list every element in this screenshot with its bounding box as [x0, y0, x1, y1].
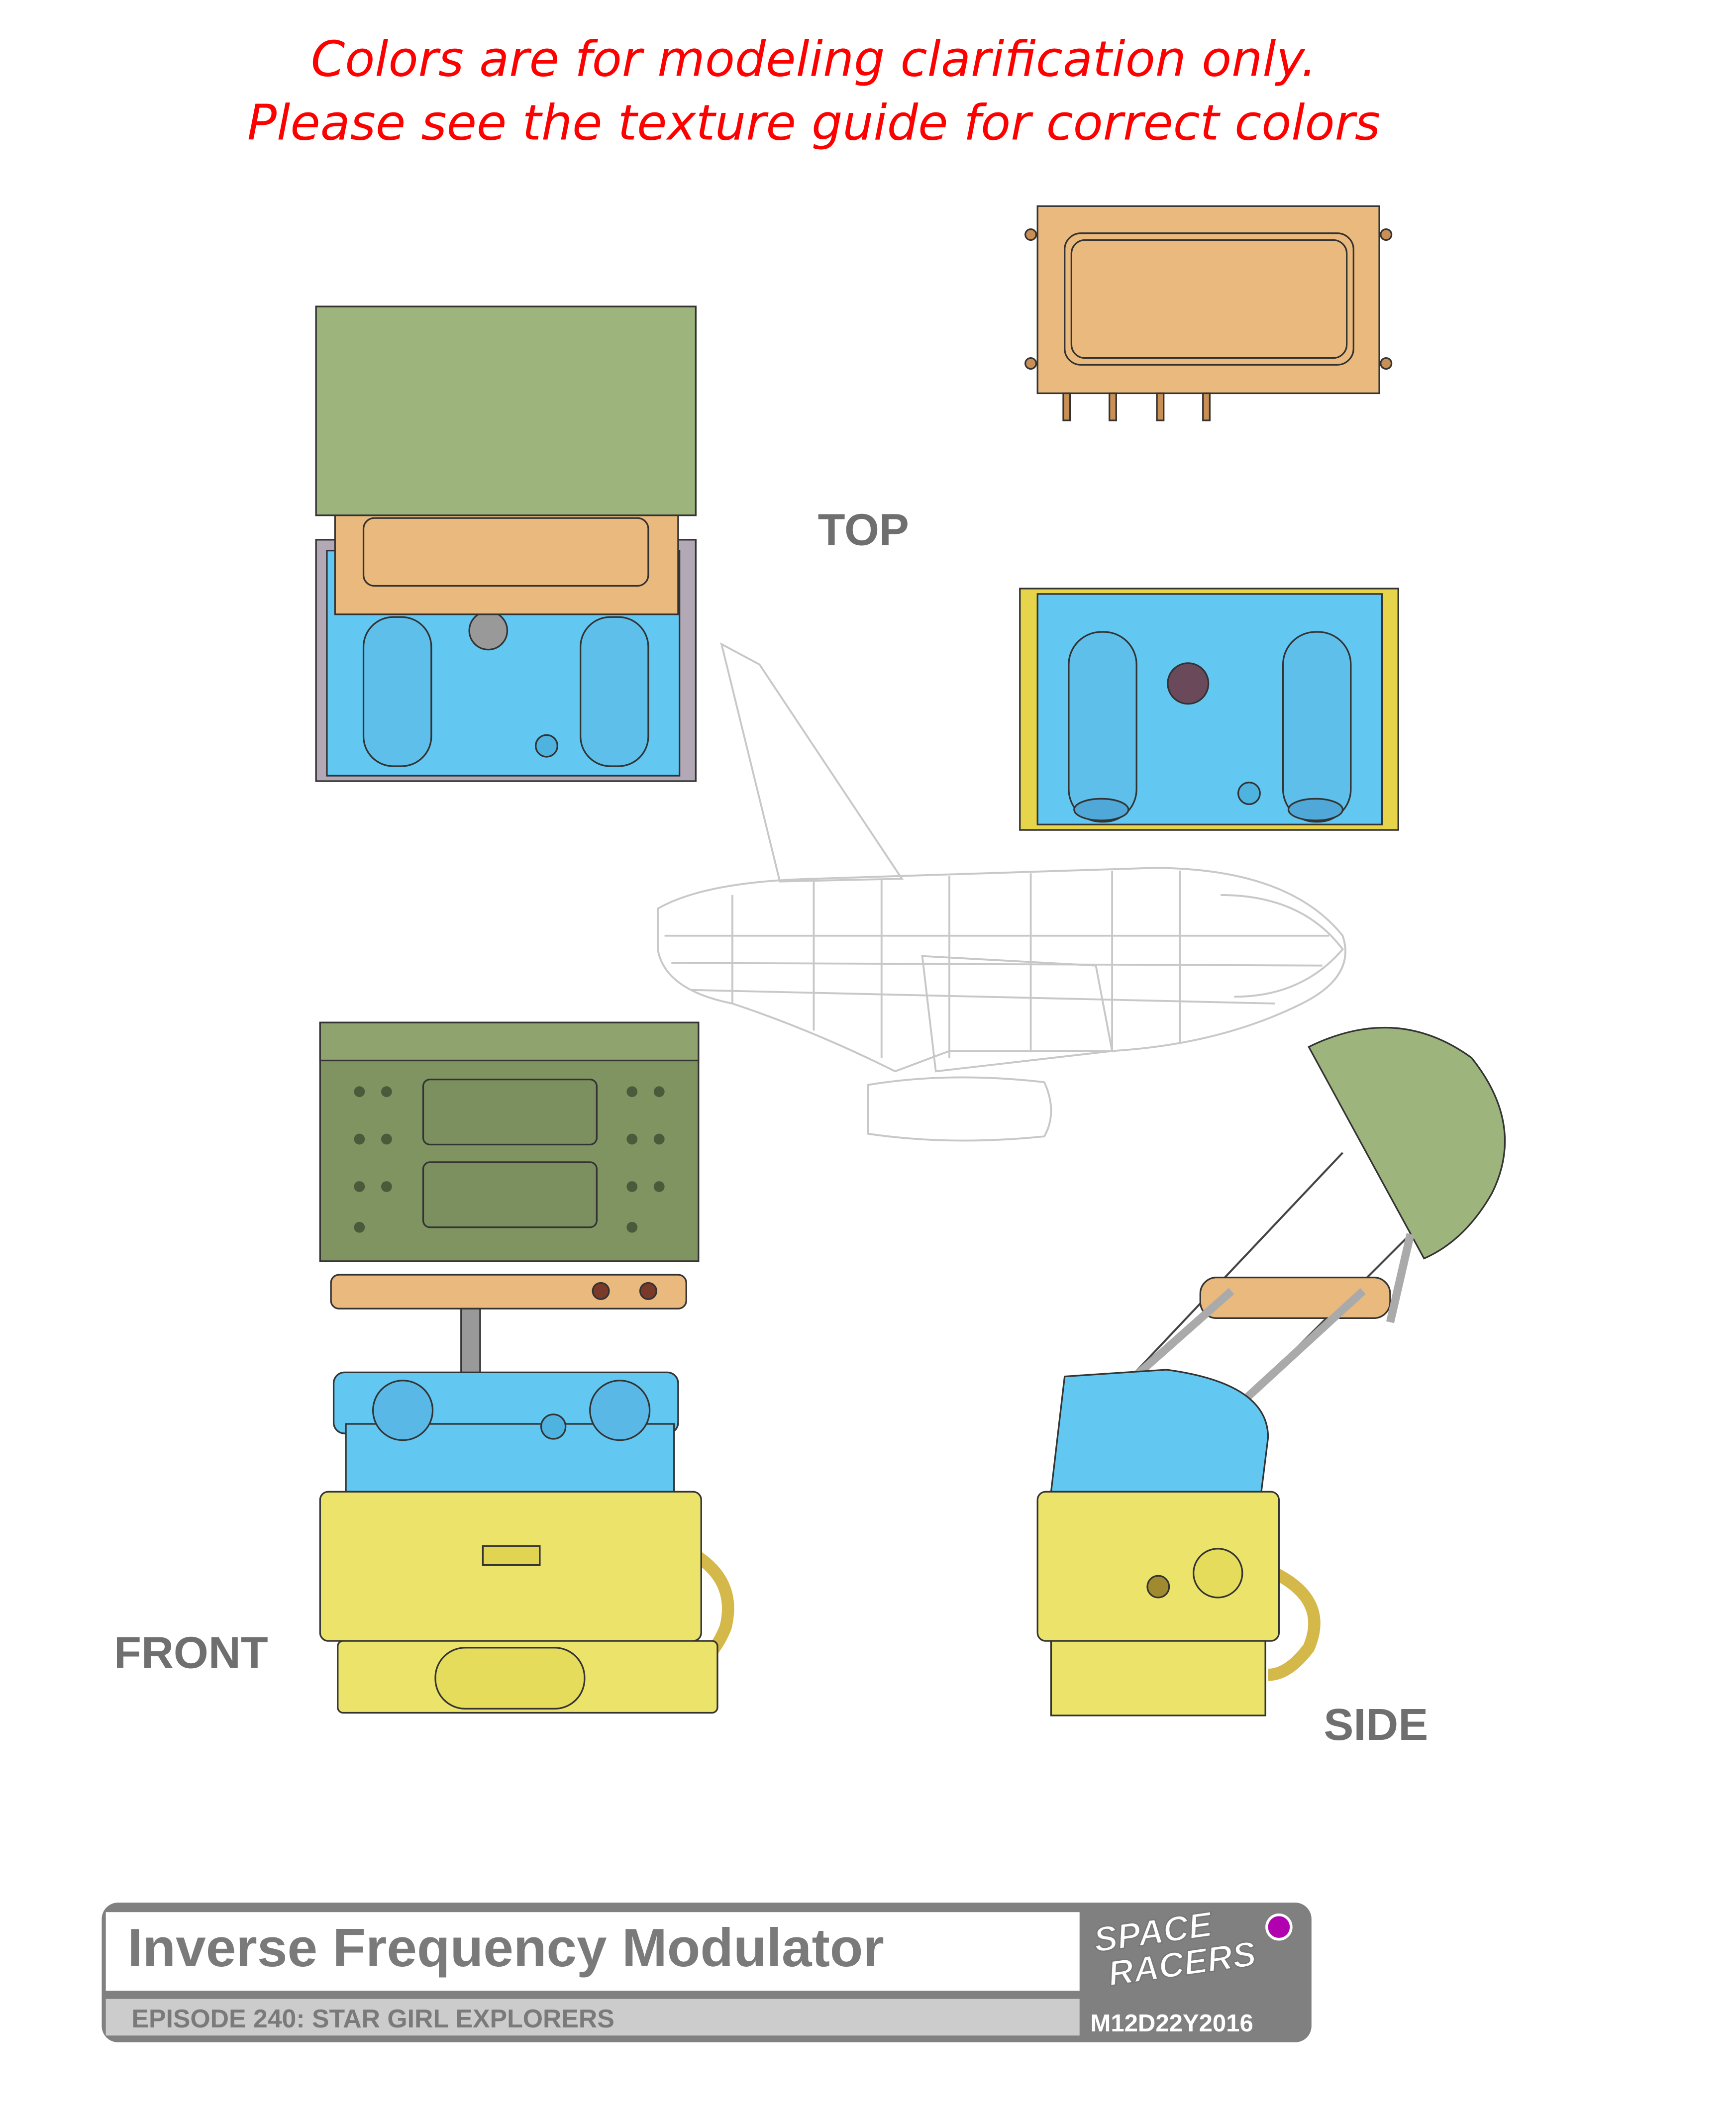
- label-side: SIDE: [1324, 1700, 1428, 1750]
- status-dot: [1265, 1913, 1293, 1941]
- note-line-1: Colors are for modeling clarification on…: [311, 31, 1317, 88]
- note-line-2: Please see the texture guide for correct…: [247, 95, 1380, 152]
- ship-wireframe: [657, 642, 1346, 1142]
- side-view-assembly: [1036, 1026, 1506, 1716]
- date-stamp: M12D22Y2016: [1091, 2010, 1253, 2037]
- label-top: TOP: [818, 505, 909, 555]
- label-front: FRONT: [114, 1628, 268, 1678]
- title-block: Inverse Frequency Modulator EPISODE 240:…: [102, 1903, 1312, 2042]
- document-title: Inverse Frequency Modulator: [127, 1917, 884, 1978]
- top-view-assembly: [315, 305, 697, 782]
- front-view-assembly: [319, 1021, 734, 1714]
- episode-label: EPISODE 240: STAR GIRL EXPLORERS: [131, 2004, 614, 2033]
- top-view-lid: [1024, 205, 1393, 421]
- top-view-base: [1019, 588, 1399, 831]
